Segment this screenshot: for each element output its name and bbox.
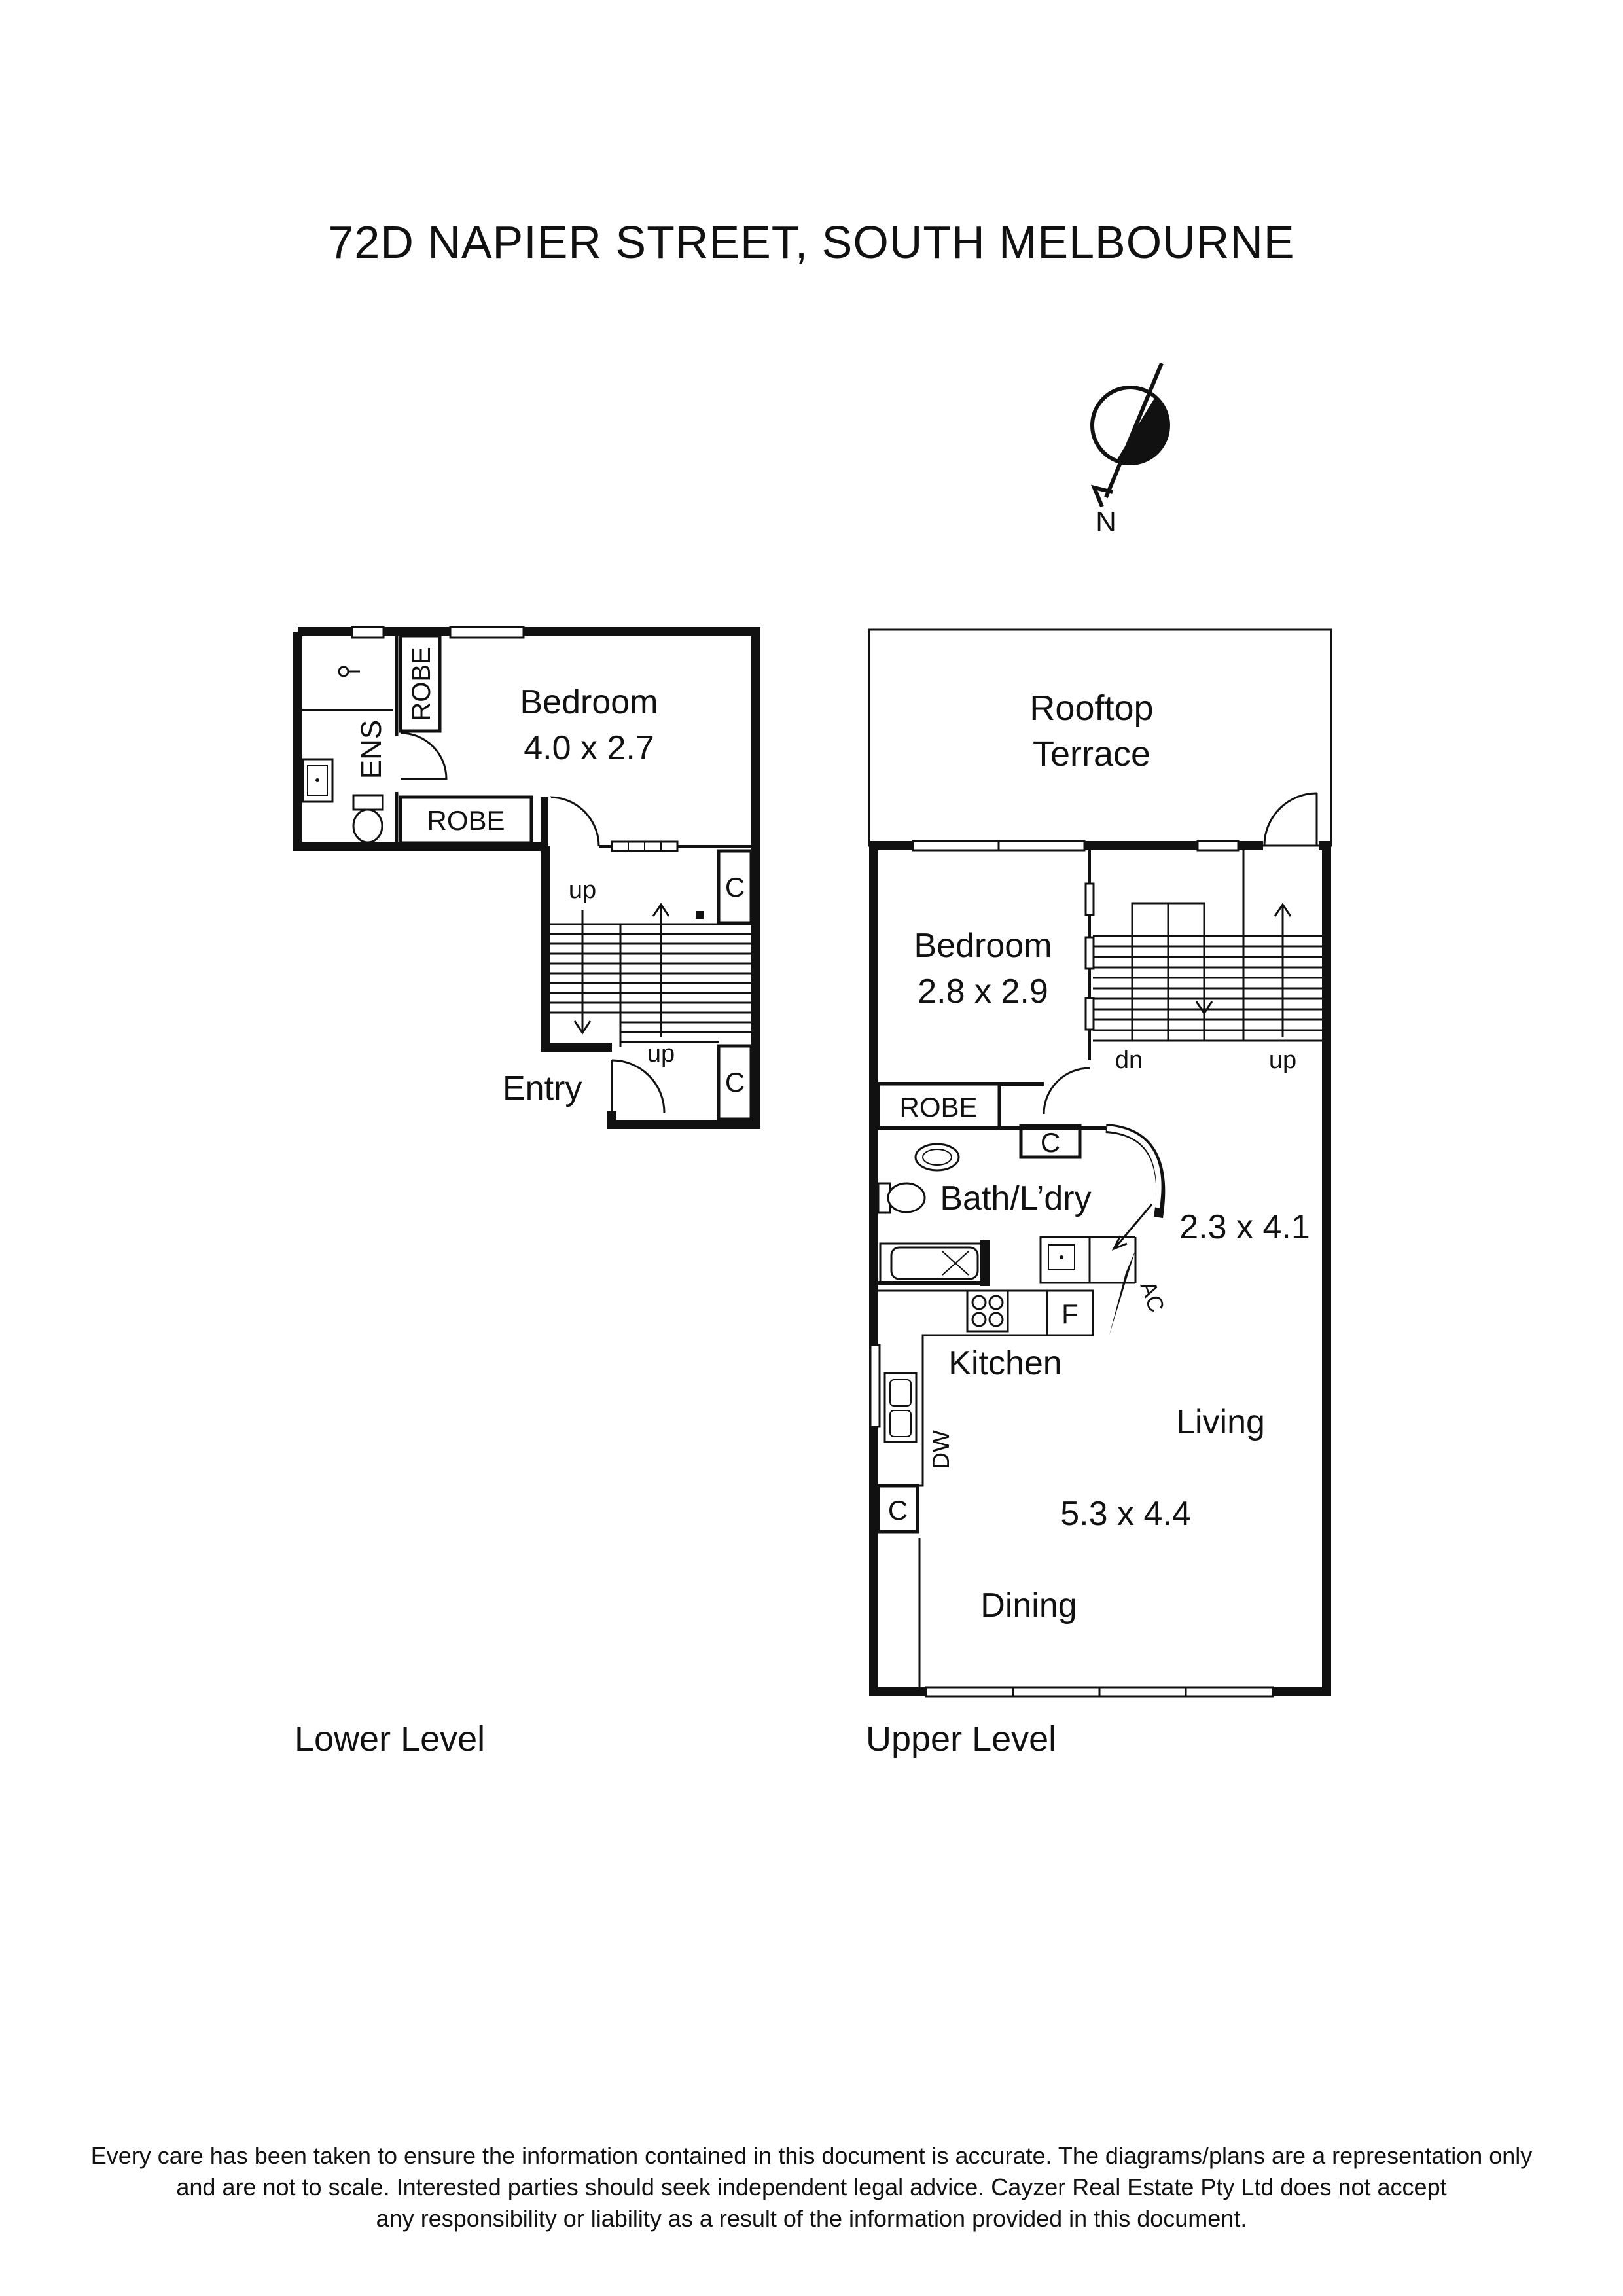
north-arrow-icon <box>1090 484 1113 508</box>
compass: N <box>1090 362 1170 538</box>
upper-stair-up-label: up <box>1269 1047 1296 1074</box>
upper-stairs <box>1093 850 1322 1042</box>
disclaimer-line-2: and are not to scale. Interested parties… <box>176 2174 1447 2200</box>
entry-door-icon <box>611 1059 666 1113</box>
terrace-door-icon <box>1263 792 1317 846</box>
shower-drain-icon <box>338 666 349 677</box>
bathtub-icon <box>879 1242 983 1284</box>
upper-bedroom-door-icon <box>1043 1067 1090 1115</box>
lower-stair-up-right: up <box>647 1040 675 1067</box>
bath-cupboard-label: C <box>1041 1127 1060 1158</box>
compass-fill-icon <box>1116 397 1169 465</box>
lower-stairs <box>548 923 751 1047</box>
fridge-label: F <box>1061 1299 1079 1329</box>
bath-size-label: 2.3 x 4.1 <box>1179 1208 1310 1246</box>
upper-bedroom-name: Bedroom <box>914 927 1052 965</box>
lower-bedroom-door-icon <box>549 796 600 847</box>
lower-robe-small-label: ROBE <box>407 647 436 721</box>
ensuite-label: ENS <box>355 720 387 779</box>
stair-down-arrow-icon <box>573 1020 592 1035</box>
lower-robe-label: ROBE <box>427 805 505 836</box>
upper-level-caption: Upper Level <box>866 1719 1056 1759</box>
ensuite-door-icon <box>400 732 448 780</box>
lower-bedroom-name: Bedroom <box>520 683 658 721</box>
bath-basin-icon <box>914 1143 960 1172</box>
page-title: 72D NAPIER STREET, SOUTH MELBOURNE <box>328 217 1295 268</box>
terrace-line2: Terrace <box>1033 734 1150 774</box>
upper-stair-down-arrow-icon <box>1195 1001 1213 1015</box>
terrace-line1: Rooftop <box>1029 689 1153 728</box>
disclaimer: Every care has been taken to ensure the … <box>39 2140 1584 2234</box>
bath-label: Bath/L’dry <box>940 1179 1091 1217</box>
upper-level-plan: Rooftop Terrace Bedroom 2.8 x 2.9 <box>866 628 1332 1759</box>
bath-door-arrow-icon <box>1111 1235 1128 1251</box>
dishwasher-label: DW <box>927 1430 954 1469</box>
lower-level-caption: Lower Level <box>294 1719 485 1759</box>
lower-cupboard-bottom-label: C <box>725 1067 745 1098</box>
living-label: Living <box>1176 1403 1265 1441</box>
upper-robe-label: ROBE <box>899 1092 977 1122</box>
cooktop-icon <box>966 1289 1009 1333</box>
upper-stair-down-label: dn <box>1115 1047 1143 1074</box>
lower-stair-up-left: up <box>569 876 596 904</box>
dining-label: Dining <box>980 1587 1077 1624</box>
lower-bedroom-size: 4.0 x 2.7 <box>524 729 654 767</box>
living-size-label: 5.3 x 4.4 <box>1060 1495 1190 1533</box>
entry-label: Entry <box>503 1069 582 1107</box>
disclaimer-line-1: Every care has been taken to ensure the … <box>90 2142 1533 2169</box>
lower-level-plan: ROBE ENS ROBE C C <box>293 626 760 1759</box>
kitchen-label: Kitchen <box>948 1344 1061 1382</box>
ensuite-toilet-icon <box>352 794 384 811</box>
upper-stair-up-arrow-icon <box>1274 903 1292 917</box>
disclaimer-line-3: any responsibility or liability as a res… <box>376 2205 1247 2232</box>
north-label: N <box>1096 506 1116 538</box>
upper-bedroom-size: 2.8 x 2.9 <box>918 973 1048 1011</box>
stair-up-arrow-icon <box>652 903 670 917</box>
ac-label: AC <box>1135 1278 1169 1316</box>
ac-unit-icon <box>1109 1250 1135 1335</box>
dining-cupboard-label: C <box>888 1495 908 1526</box>
lower-cupboard-top-label: C <box>725 872 745 903</box>
